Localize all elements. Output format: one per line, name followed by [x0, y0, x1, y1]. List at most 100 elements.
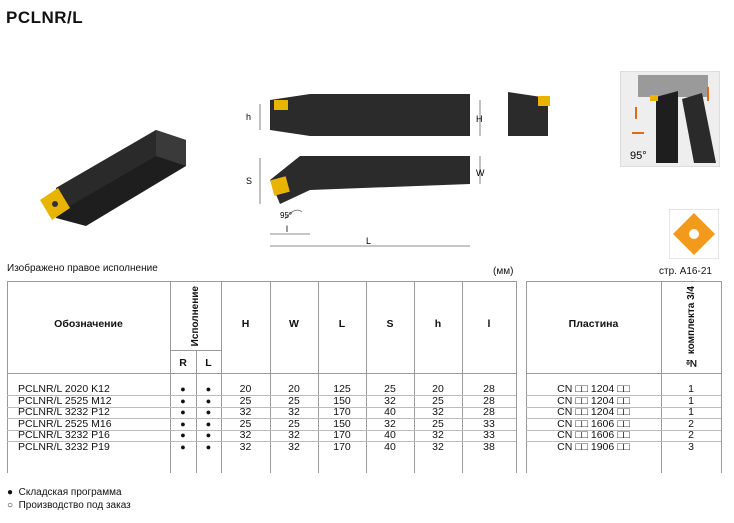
technical-drawing: h H S W l L 95° — [246, 94, 485, 247]
col-header-W: W — [289, 318, 299, 330]
cell-l: 28 — [483, 407, 495, 418]
cell-H: 25 — [239, 395, 252, 407]
cell-h: 20 — [432, 384, 444, 395]
cell-designation: PCLNR/L 2525 M16 — [18, 418, 112, 430]
cell-S: 32 — [384, 395, 396, 407]
dim-H: H — [476, 114, 483, 124]
cell-l: 28 — [483, 395, 495, 407]
hollow-dot-icon: ○ — [7, 500, 14, 511]
cell-h: 25 — [432, 418, 444, 430]
units-label: (мм) — [493, 266, 514, 277]
dim-L: L — [366, 236, 371, 246]
table-row: PCLNR/L 2525 M16 ● ● 25 25 150 32 25 33 CN □□ 160… — [0, 419, 734, 430]
cell-h: 32 — [432, 441, 444, 453]
dim-W: W — [476, 168, 485, 178]
cell-S: 40 — [384, 407, 396, 418]
dim-S: S — [246, 176, 252, 186]
col-header-kit: № комплекта 3/4 — [685, 286, 697, 368]
cell-designation: PCLNR/L 3232 P16 — [18, 430, 110, 441]
cell-h: 25 — [432, 395, 444, 407]
table-row: PCLNR/L 3232 P16 ● ● 32 32 170 40 32 33 CN □□ 160… — [0, 430, 734, 441]
cell-l: 38 — [483, 441, 495, 453]
cell-S: 32 — [384, 418, 396, 430]
legend-text: Складская программа — [18, 487, 122, 498]
cell-L: ● — [205, 430, 212, 440]
cell-W: 25 — [288, 418, 300, 430]
cell-designation: PCLNR/L 3232 P12 — [18, 407, 110, 418]
tool-3d-image — [40, 130, 186, 226]
row-divider — [526, 441, 721, 442]
row-divider — [7, 406, 516, 408]
cell-kit: 1 — [688, 384, 694, 395]
cell-designation: PCLNR/L 3232 P19 — [18, 441, 110, 453]
cell-R: ● — [180, 418, 186, 429]
cell-Lv: 125 — [333, 384, 351, 395]
cell-kit: 2 — [688, 430, 694, 441]
cell-h: 32 — [432, 430, 444, 441]
cell-Lv: 150 — [333, 395, 351, 407]
cell-Lv: 170 — [333, 441, 351, 453]
cell-L: ● — [205, 441, 212, 452]
cell-W: 20 — [288, 384, 300, 395]
cell-l: 33 — [483, 418, 495, 430]
angle-label: 95° — [630, 150, 647, 162]
cell-S: 25 — [384, 384, 396, 395]
col-header-execution: Исполнение — [190, 285, 201, 347]
cell-l: 33 — [483, 430, 495, 441]
page-reference: стр. A16-21 — [659, 266, 712, 277]
cell-Lv: 150 — [333, 418, 351, 430]
col-header-insert: Пластина — [568, 318, 619, 330]
col-header-H: H — [241, 318, 250, 330]
legend-item-stock: ● Складская программа — [7, 487, 122, 498]
cell-insert: CN □□ 1204 □□ — [557, 395, 630, 407]
cell-W: 25 — [288, 395, 300, 407]
cell-R: ● — [180, 395, 186, 406]
cell-insert: CN □□ 1204 □□ — [557, 407, 630, 418]
cell-insert: CN □□ 1606 □□ — [557, 418, 630, 430]
cell-L: ● — [205, 384, 212, 394]
cell-R: ● — [180, 384, 186, 394]
cell-H: 32 — [239, 430, 252, 441]
dim-angle: 95° — [280, 211, 292, 220]
cell-H: 32 — [239, 441, 252, 453]
row-divider — [7, 418, 516, 419]
row-divider — [526, 406, 721, 408]
cell-W: 32 — [288, 430, 300, 441]
row-divider — [526, 429, 721, 431]
row-divider — [7, 441, 516, 442]
cell-W: 32 — [288, 407, 300, 418]
cell-H: 25 — [239, 418, 252, 430]
col-header-L-version: L — [205, 357, 212, 369]
cell-insert: CN □□ 1906 □□ — [557, 441, 630, 453]
row-divider — [7, 395, 516, 396]
cell-H: 32 — [239, 407, 252, 418]
page-title: PCLNR/L — [6, 8, 84, 27]
cell-R: ● — [180, 430, 186, 440]
row-divider — [526, 418, 721, 419]
cell-kit: 2 — [688, 418, 694, 430]
col-header-l: l — [487, 318, 491, 330]
cell-insert: CN □□ 1606 □□ — [557, 430, 630, 441]
cell-h: 32 — [432, 407, 444, 418]
insert-image — [669, 209, 719, 259]
cell-L: ● — [205, 395, 212, 406]
cell-S: 40 — [384, 430, 396, 441]
row-divider — [526, 395, 721, 396]
cell-W: 32 — [288, 441, 300, 453]
col-header-R: R — [179, 357, 187, 369]
cell-kit: 3 — [688, 441, 694, 453]
filled-dot-icon: ● — [7, 487, 14, 498]
cell-insert: CN □□ 1204 □□ — [557, 384, 630, 395]
row-divider — [7, 429, 516, 431]
application-image: 95° — [620, 71, 720, 167]
cell-L: ● — [205, 418, 212, 429]
cell-L: ● — [205, 407, 212, 417]
cell-Lv: 170 — [333, 430, 351, 441]
cell-R: ● — [180, 441, 186, 452]
col-header-L: L — [338, 318, 346, 330]
cell-R: ● — [180, 407, 186, 417]
col-header-designation: Обозначение — [54, 318, 123, 330]
